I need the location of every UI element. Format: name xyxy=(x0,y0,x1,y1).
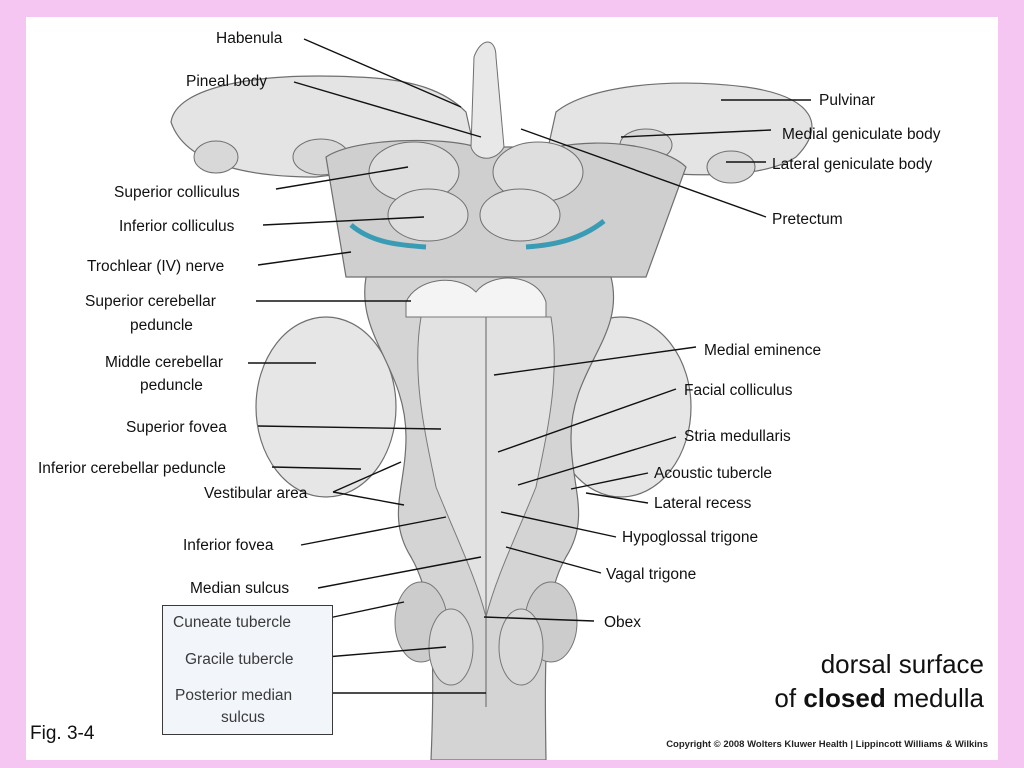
label-trochlear-nerve: Trochlear (IV) nerve xyxy=(87,258,224,275)
slide: Habenula Pineal body Superior colliculus… xyxy=(26,17,998,760)
label-medial-eminence: Medial eminence xyxy=(704,342,821,359)
label-median-sulcus: Median sulcus xyxy=(190,580,289,597)
left-labels: Habenula Pineal body Superior colliculus… xyxy=(38,30,308,597)
label-facial-colliculus: Facial colliculus xyxy=(684,382,793,399)
leader-lines xyxy=(248,38,811,694)
caption-line-2: of closed medulla xyxy=(774,681,984,715)
label-inferior-cerebellar-peduncle: Inferior cerebellar peduncle xyxy=(38,460,226,477)
caption-prefix: of xyxy=(774,683,797,713)
right-labels: Pulvinar Medial geniculate body Lateral … xyxy=(604,92,941,631)
medulla-tubercle-label-box: Cuneate tubercle Gracile tubercle Poster… xyxy=(162,605,333,735)
label-stria-medullaris: Stria medullaris xyxy=(684,428,791,445)
label-posterior-median-1: Posterior median xyxy=(175,687,292,704)
label-vagal-trigone: Vagal trigone xyxy=(606,566,696,583)
label-middle-cerebellar-2: peduncle xyxy=(140,377,203,394)
label-pretectum: Pretectum xyxy=(772,211,843,228)
label-lateral-recess: Lateral recess xyxy=(654,495,752,512)
label-posterior-median-2: sulcus xyxy=(221,709,265,726)
label-superior-colliculus: Superior colliculus xyxy=(114,184,240,201)
label-gracile-tubercle: Gracile tubercle xyxy=(185,651,294,668)
caption-suffix: medulla xyxy=(892,683,984,713)
figure-label: Fig. 3-4 xyxy=(30,723,95,744)
caption-line-1: dorsal surface xyxy=(820,649,984,679)
label-medial-geniculate-body: Medial geniculate body xyxy=(782,126,941,143)
label-vestibular-area: Vestibular area xyxy=(204,485,308,502)
label-superior-cerebellar-1: Superior cerebellar xyxy=(85,293,216,310)
label-hypoglossal-trigone: Hypoglossal trigone xyxy=(622,529,758,546)
label-superior-fovea: Superior fovea xyxy=(126,419,227,436)
label-pulvinar: Pulvinar xyxy=(819,92,875,109)
copyright-notice: Copyright © 2008 Wolters Kluwer Health |… xyxy=(666,739,988,750)
slide-caption: dorsal surface of closed medulla xyxy=(774,647,984,715)
label-obex: Obex xyxy=(604,614,641,631)
label-inferior-colliculus: Inferior colliculus xyxy=(119,218,235,235)
label-cuneate-tubercle: Cuneate tubercle xyxy=(173,614,291,631)
brainstem-illustration xyxy=(170,41,813,760)
label-pineal-body: Pineal body xyxy=(186,73,267,90)
label-inferior-fovea: Inferior fovea xyxy=(183,537,274,554)
label-lateral-geniculate-body: Lateral geniculate body xyxy=(772,156,933,173)
brainstem-diagram: Habenula Pineal body Superior colliculus… xyxy=(38,30,941,760)
label-middle-cerebellar-1: Middle cerebellar xyxy=(105,354,223,371)
label-superior-cerebellar-2: peduncle xyxy=(130,317,193,334)
caption-bold-word: closed xyxy=(803,683,886,713)
label-habenula: Habenula xyxy=(216,30,283,47)
label-acoustic-tubercle: Acoustic tubercle xyxy=(654,465,772,482)
